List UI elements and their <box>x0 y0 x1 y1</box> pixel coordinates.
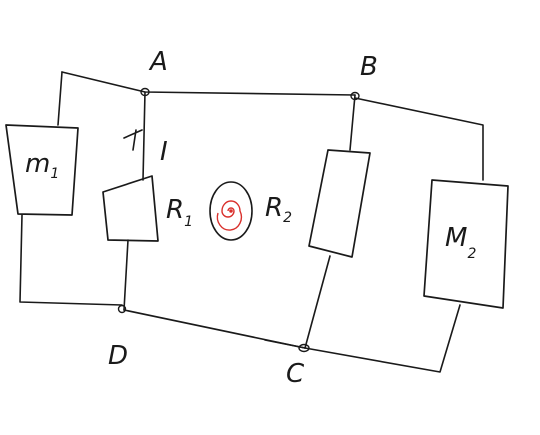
m1-label-sub: 1 <box>50 166 59 182</box>
current-label: I <box>160 137 168 167</box>
m1-label-main: m <box>25 149 50 179</box>
r1-box <box>102 175 159 242</box>
field-spiral <box>216 200 243 231</box>
wire-top-ab <box>61 71 356 96</box>
node-b-dot <box>350 91 360 101</box>
r1-label: R1 <box>166 195 193 230</box>
field-symbol <box>209 181 253 241</box>
node-label-d: D <box>108 341 128 371</box>
node-label-c: C <box>286 359 305 389</box>
current-arrow <box>123 129 143 151</box>
node-label-b: B <box>360 52 378 82</box>
m2-label-sub: 2 <box>467 246 476 262</box>
wire-left-bottom <box>19 214 123 306</box>
wire-a-r1 <box>142 91 146 181</box>
wire-r1-d <box>123 239 129 311</box>
r1-label-sub: 1 <box>184 214 193 230</box>
m2-label: M2 <box>445 223 476 262</box>
r2-label-main: R <box>265 193 283 223</box>
node-d-dot <box>117 304 127 314</box>
r1-label-main: R <box>166 195 184 225</box>
field-dot <box>229 209 233 213</box>
r2-label-sub: 2 <box>283 210 292 226</box>
wire-b-r2 <box>349 94 356 151</box>
m2-box <box>423 179 509 309</box>
wire-c-tail <box>264 339 306 349</box>
m1-label: m1 <box>25 149 59 182</box>
node-label-a: A <box>148 47 168 77</box>
wire-b-right <box>354 97 484 181</box>
node-c-dot <box>298 343 310 353</box>
node-a-dot <box>140 87 150 97</box>
wire-left-top <box>57 71 63 126</box>
wire-m2-c <box>304 304 461 373</box>
r2-box <box>308 149 371 258</box>
wire-r2-c <box>304 255 331 349</box>
field-outer-ring <box>209 181 253 241</box>
m2-label-main: M <box>445 223 467 253</box>
r2-label: R2 <box>265 193 292 226</box>
m1-box <box>5 124 79 216</box>
